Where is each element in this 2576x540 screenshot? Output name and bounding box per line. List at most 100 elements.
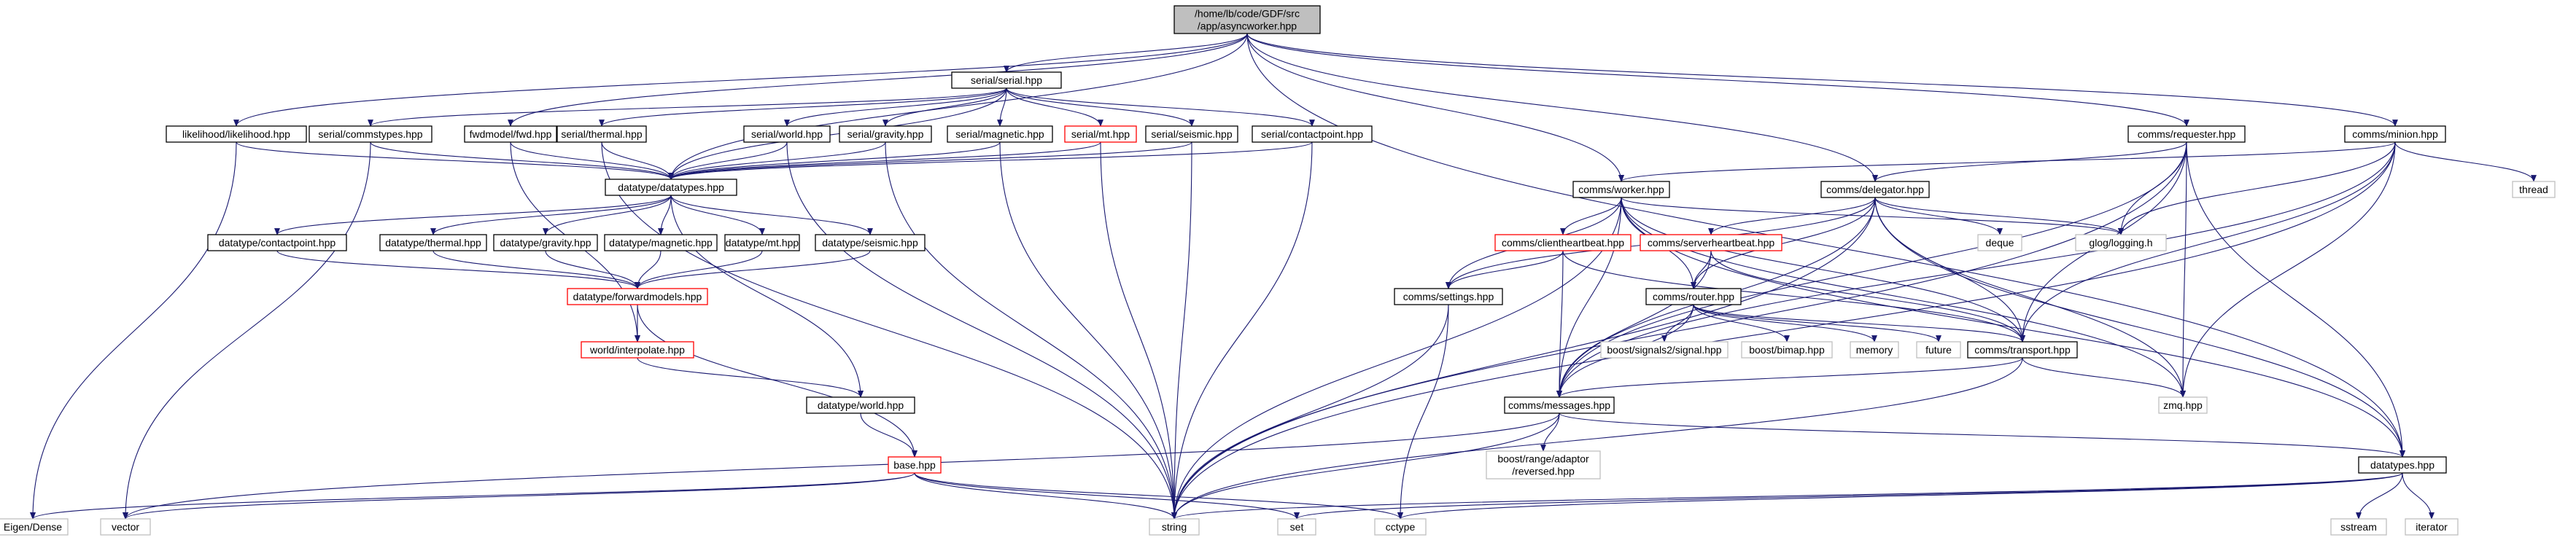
edge-root-to-likelihood [233, 33, 1248, 127]
node-datatype-forwardmodels[interactable]: datatype/forwardmodels.hpp [567, 288, 708, 305]
node-label: /home/lb/code/GDF/src [1195, 8, 1300, 20]
node-comms-minion[interactable]: comms/minion.hpp [2344, 125, 2446, 143]
edge-world-interpolate-to-datatype-world [637, 357, 864, 398]
node-boost-bimap: boost/bimap.hpp [1741, 341, 1833, 359]
node-datatype-gravity[interactable]: datatype/gravity.hpp [493, 234, 598, 251]
node-box [743, 125, 831, 143]
node-box [724, 234, 800, 251]
node-label: serial/magnetic.hpp [955, 128, 1044, 140]
edge-datatypes-to-set [1294, 472, 2403, 520]
edge-serial-mt-to-string [1100, 141, 1177, 520]
node-datatype-thermal[interactable]: datatype/thermal.hpp [379, 234, 487, 251]
node-comms-serverheartbeat[interactable]: comms/serverheartbeat.hpp [1640, 234, 1782, 251]
edge-serial-serial-to-serial-mt [1006, 87, 1103, 127]
node-world-interpolate[interactable]: world/interpolate.hpp [581, 341, 694, 359]
edge-comms-worker-to-comms-transport [1621, 197, 2025, 343]
node-label: base.hpp [893, 459, 936, 471]
edge-datatype-datatypes-to-datatype-mt [670, 195, 765, 235]
node-label: /reversed.hpp [1512, 466, 1575, 477]
edge-fwdmodel-fwd-to-datatype-datatypes [510, 141, 674, 180]
node-label: boost/range/adaptor [1497, 453, 1589, 465]
node-box [1640, 234, 1782, 251]
edge-datatypes-to-iterator [2402, 472, 2435, 520]
node-datatype-contactpoint[interactable]: datatype/contactpoint.hpp [207, 234, 347, 251]
edge-serial-serial-to-serial-contactpoint [1006, 87, 1315, 127]
node-comms-router[interactable]: comms/router.hpp [1645, 288, 1742, 305]
node-comms-worker[interactable]: comms/worker.hpp [1572, 181, 1670, 198]
node-label: datatype/contactpoint.hpp [219, 237, 336, 249]
node-serial-serial[interactable]: serial/serial.hpp [951, 71, 1062, 89]
node-base[interactable]: base.hpp [888, 456, 942, 474]
node-box [605, 179, 737, 196]
edge-serial-world-to-string [786, 141, 1177, 520]
node-comms-settings[interactable]: comms/settings.hpp [1394, 288, 1503, 305]
node-box [951, 71, 1062, 89]
node-label: datatype/thermal.hpp [385, 237, 481, 249]
node-box [309, 125, 432, 143]
node-label: boost/bimap.hpp [1749, 344, 1825, 356]
node-label: set [1290, 521, 1304, 533]
node-box [2075, 234, 2167, 251]
node-iterator: iterator [2405, 518, 2459, 536]
node-serial-seismic[interactable]: serial/seismic.hpp [1145, 125, 1238, 143]
node-serial-commstypes[interactable]: serial/commstypes.hpp [309, 125, 432, 143]
node-datatype-magnetic[interactable]: datatype/magnetic.hpp [604, 234, 718, 251]
edge-serial-magnetic-to-string [999, 141, 1177, 520]
node-comms-delegator[interactable]: comms/delegator.hpp [1820, 181, 1930, 198]
edge-comms-clientheartbeat-to-comms-messages [1556, 250, 1564, 398]
node-box [1820, 181, 1930, 198]
node-serial-magnetic[interactable]: serial/magnetic.hpp [947, 125, 1053, 143]
node-label: fwdmodel/fwd.hpp [470, 128, 552, 140]
edge-comms-serverheartbeat-to-comms-messages [1556, 250, 1712, 398]
node-label: future [1925, 344, 1952, 356]
edge-comms-serverheartbeat-to-comms-transport [1710, 250, 2025, 343]
node-label: glog/logging.h [2089, 237, 2152, 249]
node-comms-transport[interactable]: comms/transport.hpp [1967, 341, 2078, 359]
edge-comms-router-to-boost-bimap [1693, 304, 1790, 343]
node-box [581, 341, 694, 359]
node-box [604, 234, 718, 251]
node-label: zmq.hpp [2163, 399, 2203, 411]
edge-datatype-datatypes-to-datatype-contactpoint [274, 195, 672, 235]
edge-serial-serial-to-serial-seismic [1006, 87, 1195, 127]
node-box [1277, 518, 1316, 536]
node-box [100, 518, 151, 536]
node-box [2344, 125, 2446, 143]
node-comms-clientheartbeat[interactable]: comms/clientheartbeat.hpp [1494, 234, 1632, 251]
node-datatype-world[interactable]: datatype/world.hpp [806, 396, 915, 414]
node-datatype-seismic[interactable]: datatype/seismic.hpp [815, 234, 926, 251]
node-serial-gravity[interactable]: serial/gravity.hpp [839, 125, 932, 143]
edge-comms-messages-to-vector [123, 412, 1560, 520]
node-comms-requester[interactable]: comms/requester.hpp [2127, 125, 2246, 143]
edge-datatype-mt-to-datatype-forwardmodels [635, 250, 763, 289]
edge-serial-gravity-to-datatype-datatypes [668, 141, 886, 180]
node-eigen: Eigen/Dense [0, 518, 69, 536]
node-serial-thermal[interactable]: serial/thermal.hpp [556, 125, 647, 143]
node-memory: memory [1850, 341, 1899, 359]
edge-comms-router-to-future [1693, 304, 1941, 343]
edge-serial-seismic-to-datatype-datatypes [668, 141, 1192, 180]
edge-comms-worker-to-string [1171, 197, 1622, 520]
node-fwdmodel-fwd[interactable]: fwdmodel/fwd.hpp [464, 125, 557, 143]
node-serial-mt[interactable]: serial/mt.hpp [1064, 125, 1137, 143]
edge-serial-magnetic-to-datatype-datatypes [668, 141, 1001, 180]
edge-serial-contactpoint-to-string [1171, 141, 1313, 520]
node-label: comms/minion.hpp [2352, 128, 2438, 140]
node-label: comms/settings.hpp [1403, 291, 1494, 302]
node-box [464, 125, 557, 143]
node-datatype-datatypes[interactable]: datatype/datatypes.hpp [605, 179, 737, 196]
node-datatypes[interactable]: datatypes.hpp [2358, 456, 2447, 474]
node-datatype-mt[interactable]: datatype/mt.hpp [724, 234, 800, 251]
edge-base-to-eigen [30, 472, 915, 520]
node-comms-messages[interactable]: comms/messages.hpp [1504, 396, 1615, 414]
node-box [1967, 341, 2078, 359]
node-label: serial/world.hpp [751, 128, 823, 140]
node-serial-contactpoint[interactable]: serial/contactpoint.hpp [1252, 125, 1373, 143]
node-label: memory [1856, 344, 1893, 356]
node-likelihood[interactable]: likelihood/likelihood.hpp [166, 125, 307, 143]
node-box [0, 518, 69, 536]
node-box [1486, 450, 1601, 480]
node-root[interactable]: /home/lb/code/GDF/src/app/asyncworker.hp… [1173, 5, 1321, 34]
node-serial-world[interactable]: serial/world.hpp [743, 125, 831, 143]
